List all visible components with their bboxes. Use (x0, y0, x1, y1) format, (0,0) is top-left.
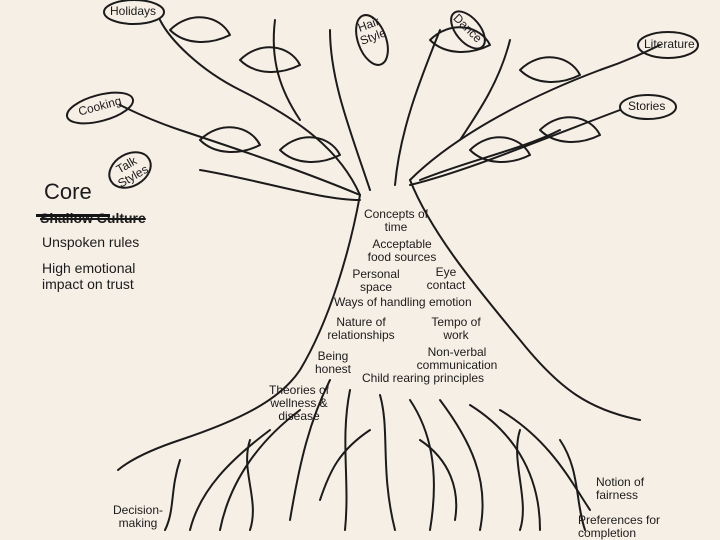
leaf (539, 116, 601, 143)
root (499, 409, 591, 511)
root (439, 399, 484, 531)
branch (159, 19, 361, 196)
branch (394, 29, 441, 186)
trunk-label-nature-relationships: Nature of relationships (327, 315, 395, 342)
branch (329, 29, 371, 191)
leaf (429, 26, 491, 53)
leaf-outline-literature (637, 31, 699, 59)
trunk-label-eye-contact: Eye contact (426, 265, 466, 292)
leaf (199, 126, 261, 153)
root (319, 429, 371, 501)
root (219, 409, 301, 531)
branch (409, 44, 661, 181)
trunk-label-being-honest: Being honest (314, 349, 352, 376)
branch (199, 169, 361, 201)
handwritten-core-label: Core (44, 179, 92, 204)
leaf-outline-cooking (65, 91, 135, 125)
root-label-notion-fairness: Notion of fairness (596, 475, 645, 502)
trunk-label-nonverbal: Non-verbal communication (416, 345, 498, 372)
root (419, 439, 458, 521)
root (164, 459, 181, 531)
trunk-label-concepts-of-time: Concepts of time (363, 207, 429, 234)
trunk-label-theories-wellness: Theories of wellness & disease (268, 383, 330, 423)
root (516, 429, 524, 531)
branch (409, 109, 621, 186)
leaf (169, 16, 231, 43)
trunk-label-handling-emotion: Ways of handling emotion (334, 295, 472, 309)
root-label-preferences-completion: Preferences for completion (578, 513, 661, 540)
root (469, 404, 541, 531)
leaf-label-stories: Stories (628, 99, 666, 113)
leaf-outline-holidays (103, 0, 165, 25)
leaf (239, 46, 301, 73)
strike-mark (36, 214, 110, 217)
leaf (519, 56, 581, 83)
trunk-left-edge (117, 194, 361, 471)
root (409, 399, 435, 531)
root (559, 439, 586, 531)
leaf-label-literature: Literature (644, 37, 695, 51)
root (379, 394, 396, 531)
leaf-outline-talk-styles (108, 151, 152, 189)
root (289, 379, 331, 521)
side-note-unspoken-rules: Unspoken rules (42, 234, 140, 250)
trunk-right-edge (409, 179, 641, 421)
branch (119, 104, 361, 196)
branch (459, 39, 511, 141)
leaf (279, 136, 341, 163)
leaf (469, 136, 531, 163)
root-label-decision-making: Decision-making (112, 503, 163, 530)
side-note-emotional-impact: High emotional impact on trust (42, 260, 136, 292)
leaf-outline-stories (619, 94, 677, 120)
trunk-label-personal-space: Personal space (352, 267, 400, 294)
root (344, 389, 351, 531)
crossed-out-shallow-culture: Shallow Culture (40, 210, 146, 226)
leaf-label-holidays: Holidays (110, 4, 157, 18)
trunk-label-acceptable-food: Acceptable food sources (367, 237, 437, 264)
leaf-outline-hair-style (355, 14, 389, 66)
root (189, 429, 271, 531)
trunk-label-child-rearing: Child rearing principles (362, 371, 485, 385)
branch (419, 129, 561, 181)
root (246, 439, 254, 531)
trunk-label-tempo-work: Tempo of work (431, 315, 481, 342)
leaf-outline-dance (450, 10, 486, 50)
branch (272, 19, 301, 121)
